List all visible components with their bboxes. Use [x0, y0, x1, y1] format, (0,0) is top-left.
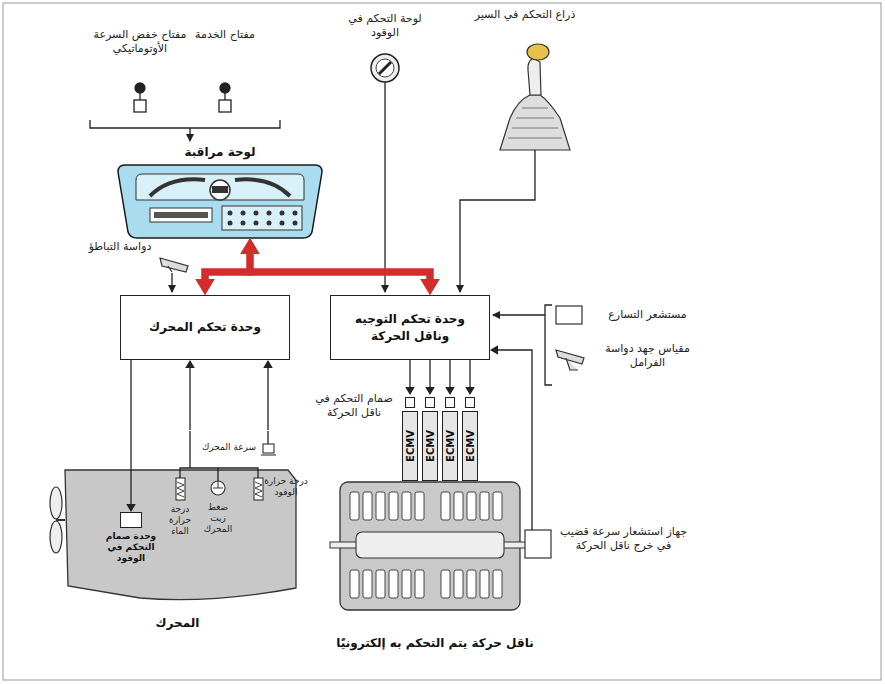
control-unit: وحدة تحكم المحرك [120, 295, 290, 360]
sensor-label: درجة حرارة الوقود [264, 476, 308, 498]
connector-line [205, 249, 250, 284]
node-text: ECMV [425, 430, 436, 462]
connector-line [189, 366, 190, 430]
data-bus-arrow [195, 272, 439, 295]
transmission-block: ناقل حركة يتم التحكم به إلكترونيًا [335, 478, 535, 650]
signal-arrow [405, 360, 415, 395]
signal-line [171, 273, 172, 292]
signal-arrow [185, 360, 195, 430]
connector-line [429, 360, 430, 389]
node-text: ناقل حركة يتم التحكم به إلكترونيًا [335, 636, 535, 650]
sensor-label: مقياس جهد دواسة الفرامل [590, 342, 705, 370]
monitor-panel: لوحة مراقبة [110, 145, 330, 240]
valve-symbol [120, 512, 142, 528]
arrowhead [425, 387, 435, 395]
ecmv-body: ECMV [402, 411, 418, 481]
node-text: المحرك [45, 616, 310, 630]
signal-arrow [126, 360, 136, 512]
dial-label: لوحة التحكم في الوقود [335, 12, 435, 40]
node-text: ECMV [445, 430, 456, 462]
frame [3, 3, 881, 680]
ecmv-valve: ECMV [462, 395, 478, 483]
arrowhead [240, 238, 259, 254]
arrowhead [185, 360, 195, 368]
sensor-label: درجة حرارة الماء [162, 504, 198, 536]
node-text: ECMV [405, 430, 416, 462]
signal-arrow [263, 360, 273, 430]
accel-sensor [556, 306, 582, 324]
sensor-label: جهاز استشعار سرعة قضيب في خرج ناقل الحرك… [556, 525, 691, 553]
pedal-symbol [160, 258, 188, 272]
connector-line [250, 249, 430, 284]
signal-line [493, 314, 545, 315]
data-bus-arrow [240, 238, 439, 295]
arrowhead [420, 279, 439, 295]
signal-arrow [425, 360, 435, 395]
valve-label: صمام التحكم في ناقل الحركة [310, 392, 398, 420]
node-text: وحدة صمام التحكم في الوقود [100, 531, 162, 563]
switch-label: مفتاح خفض السرعة الأوتوماتيكي [78, 28, 202, 56]
node-text: ECMV [465, 430, 476, 462]
brake-pedal [556, 350, 584, 370]
monitor-illustration [118, 165, 322, 238]
arrowhead [263, 360, 273, 368]
signal-line [384, 82, 385, 292]
ecmv-body: ECMV [462, 411, 478, 481]
arrowhead [195, 279, 214, 295]
fuel-dial [371, 54, 399, 82]
signal-arrow [445, 360, 455, 395]
connector-line [130, 360, 131, 506]
ecmv-valve: ECMV [422, 395, 438, 483]
valve-symbol [445, 397, 455, 408]
arrowhead [445, 387, 455, 395]
valve-symbol [425, 397, 435, 408]
engine-illustration [50, 431, 296, 600]
transmission-illustration [330, 482, 526, 610]
signal-arrow [490, 345, 532, 530]
arrowhead [420, 279, 439, 295]
joystick [500, 44, 570, 150]
signal-arrow [465, 360, 475, 395]
arrowhead [126, 504, 136, 512]
arrowhead [240, 238, 259, 254]
ecmv-body: ECMV [422, 411, 438, 481]
node-text: وحدة تحكم المحرك [149, 319, 261, 335]
ecmv-valve: ECMV [402, 395, 418, 483]
sensor-label: سرعة المحرك [198, 442, 260, 453]
valve-symbol [405, 397, 415, 408]
sensor-label: مستشعر التسارع [590, 308, 705, 322]
valve-symbol [465, 397, 475, 408]
node-text: لوحة مراقبة [110, 145, 330, 159]
switch-symbol [134, 83, 231, 112]
pedal-label: دواسة التباطؤ [70, 240, 170, 254]
switch-label: مفتاح الخدمة [192, 28, 258, 42]
ecmv-valve: ECMV [442, 395, 458, 483]
arrowhead [465, 387, 475, 395]
connector-line [267, 366, 268, 430]
connector-line [409, 360, 410, 389]
valve-unit: وحدة صمام التحكم في الوقود [100, 512, 162, 563]
ecmv-body: ECMV [442, 411, 458, 481]
signal-line [460, 150, 535, 292]
control-unit: وحدة تحكم التوجيه وناقل الحركة [330, 295, 490, 360]
bracket [545, 305, 552, 385]
arrowhead [195, 279, 214, 295]
bracket [90, 120, 280, 128]
sensor-label: ضغط زيت المحرك [199, 502, 237, 534]
node-text: وحدة تحكم التوجيه وناقل الحركة [337, 311, 483, 343]
speed-sensor [525, 530, 551, 558]
leader-arrow [189, 128, 190, 141]
connector-line [469, 360, 470, 389]
connector-line [449, 360, 450, 389]
arrowhead [490, 345, 498, 355]
connector-line [496, 350, 532, 530]
arrowhead [405, 387, 415, 395]
joystick-label: ذراع التحكم في السير [470, 8, 580, 22]
connector-line [205, 272, 430, 284]
